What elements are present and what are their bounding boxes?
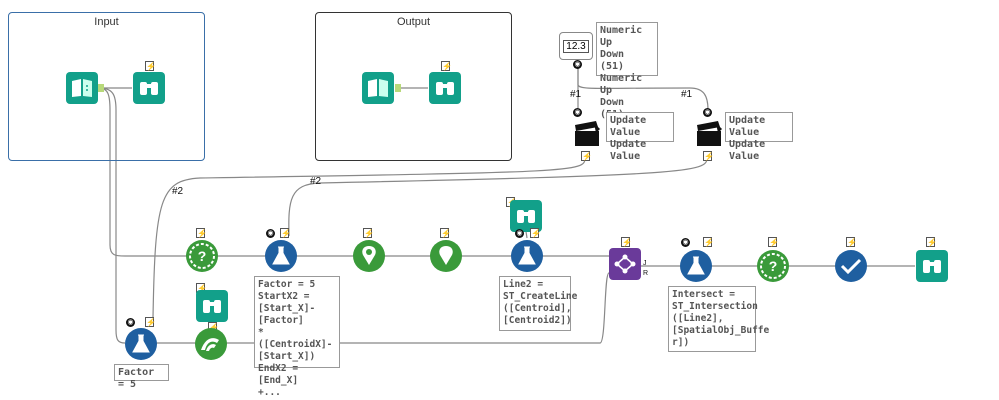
bolt-icon: ⚡ bbox=[703, 237, 714, 247]
spatial-info-tool[interactable] bbox=[353, 240, 385, 272]
output-anchor[interactable] bbox=[395, 84, 401, 92]
input-data-tool[interactable] bbox=[362, 72, 394, 104]
bolt-icon: ⚡ bbox=[703, 151, 714, 161]
binoculars-icon bbox=[140, 82, 158, 95]
bolt-icon: ⚡ bbox=[440, 228, 451, 238]
q-anchor-icon: ◉ bbox=[681, 238, 690, 247]
connection-label-1: #1 bbox=[570, 89, 582, 100]
join-anchor-j[interactable]: J bbox=[643, 260, 647, 267]
bolt-icon: ⚡ bbox=[363, 228, 374, 238]
checkmark-icon bbox=[840, 258, 862, 275]
bolt-icon: ⚡ bbox=[581, 151, 592, 161]
select-tool[interactable] bbox=[835, 250, 867, 282]
binoculars-icon bbox=[923, 260, 941, 273]
formula-factor-annotation: Factor = 5 bbox=[114, 364, 169, 390]
bolt-icon: ⚡ bbox=[768, 237, 779, 247]
browse-tool[interactable] bbox=[510, 200, 542, 232]
connection-label-2: #2 bbox=[172, 186, 184, 197]
input-container-title: Input bbox=[94, 16, 119, 28]
map-pin-icon bbox=[439, 246, 453, 265]
binoculars-icon bbox=[517, 210, 535, 223]
q-anchor-icon: ◉ bbox=[703, 108, 712, 117]
browse-tool[interactable] bbox=[133, 72, 165, 104]
update-value-annotation: Update Value Update Value bbox=[725, 112, 793, 162]
binoculars-icon bbox=[436, 82, 454, 95]
formula-tool[interactable] bbox=[680, 250, 712, 282]
book-icon bbox=[368, 79, 388, 97]
output-container[interactable]: Output bbox=[315, 12, 512, 161]
browse-tool[interactable] bbox=[916, 250, 948, 282]
browse-tool[interactable] bbox=[196, 290, 228, 322]
input-container[interactable]: Input bbox=[8, 12, 205, 161]
bolt-icon: ⚡ bbox=[621, 237, 632, 247]
q-anchor-icon: ◉ bbox=[126, 318, 135, 327]
bolt-icon: ⚡ bbox=[145, 61, 156, 71]
formula-intersect-annotation: Intersect = ST_Intersection ([Line2], [S… bbox=[668, 286, 769, 352]
clapperboard-icon bbox=[575, 121, 600, 146]
connection-label-2: #2 bbox=[310, 176, 322, 187]
update-value-annotation: Update Value Update Value bbox=[606, 112, 674, 162]
join-network-icon bbox=[614, 254, 636, 274]
q-anchor-icon: ◉ bbox=[573, 108, 582, 117]
bolt-icon: ⚡ bbox=[441, 61, 452, 71]
binoculars-icon bbox=[203, 300, 221, 313]
action-update-value-tool[interactable] bbox=[572, 118, 604, 150]
q-anchor-icon: ◉ bbox=[515, 229, 524, 238]
action-update-value-tool[interactable] bbox=[694, 118, 726, 150]
q-anchor-icon: ◉ bbox=[266, 229, 275, 238]
bolt-icon: ⚡ bbox=[196, 228, 207, 238]
spatial-process-tool[interactable] bbox=[430, 240, 462, 272]
flask-icon bbox=[687, 256, 705, 275]
filter-tool[interactable]: ? bbox=[186, 240, 218, 272]
input-data-tool[interactable] bbox=[66, 72, 98, 104]
buffer-tool[interactable] bbox=[195, 328, 227, 360]
bolt-icon: ⚡ bbox=[530, 228, 541, 238]
bolt-icon: ⚡ bbox=[846, 237, 857, 247]
connection-label-1: #1 bbox=[681, 89, 693, 100]
browse-tool[interactable] bbox=[429, 72, 461, 104]
buffer-icon bbox=[201, 338, 219, 351]
numeric-updown-value: 12.3 bbox=[563, 39, 589, 53]
flask-icon bbox=[518, 246, 536, 265]
flask-icon bbox=[272, 246, 290, 265]
output-anchor[interactable] bbox=[98, 84, 104, 92]
clapperboard-icon bbox=[697, 121, 722, 146]
formula-startx-annotation: Factor = 5 StartX2 = [Start_X]-[Factor] … bbox=[254, 276, 340, 398]
bolt-icon: ⚡ bbox=[280, 228, 291, 238]
join-tool[interactable] bbox=[609, 248, 641, 280]
q-anchor-icon: ◉ bbox=[573, 60, 582, 69]
svg-text:?: ? bbox=[769, 258, 778, 274]
question-gear-icon: ? bbox=[189, 243, 215, 269]
numeric-updown-tool[interactable]: 12.3 bbox=[559, 32, 593, 60]
formula-tool[interactable] bbox=[265, 240, 297, 272]
formula-tool[interactable] bbox=[511, 240, 543, 272]
bolt-icon: ⚡ bbox=[926, 237, 937, 247]
bolt-icon: ⚡ bbox=[145, 317, 156, 327]
formula-line2-annotation: Line2 = ST_CreateLine ([Centroid], [Cent… bbox=[499, 276, 577, 331]
filter-tool[interactable]: ? bbox=[757, 250, 789, 282]
numeric-updown-annotation: Numeric Up Down (51) Numeric Up Down (51… bbox=[596, 22, 658, 120]
flask-icon bbox=[132, 334, 150, 353]
output-container-title: Output bbox=[396, 16, 431, 28]
question-gear-icon: ? bbox=[760, 253, 786, 279]
formula-tool[interactable] bbox=[125, 328, 157, 360]
svg-text:?: ? bbox=[198, 248, 207, 264]
book-icon bbox=[72, 79, 92, 97]
join-anchor-r[interactable]: R bbox=[643, 270, 649, 277]
map-pin-icon bbox=[362, 246, 376, 265]
